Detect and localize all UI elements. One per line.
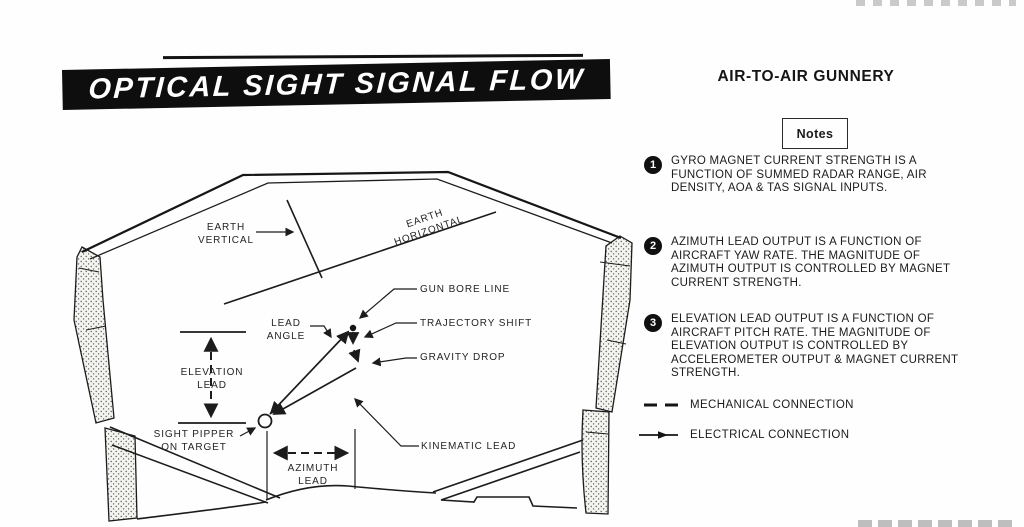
note-item: 1 GYRO MAGNET CURRENT STRENGTH IS A FUNC… [644, 155, 1019, 196]
azimuth-lead-label: AZIMUTH LEAD [287, 463, 339, 487]
note-text: AZIMUTH LEAD OUTPUT IS A FUNCTION OF AIR… [671, 236, 951, 289]
kinematic-lead-line [272, 367, 357, 415]
note-number-badge: 3 [644, 314, 662, 332]
gun-bore-line-label: GUN BORE LINE [420, 284, 511, 295]
earth-vertical-label: EARTH VERTICAL [198, 222, 254, 246]
legend-label: ELECTRICAL CONNECTION [690, 429, 850, 441]
right-canopy-post-base [581, 409, 610, 515]
earth-vertical-line [286, 199, 323, 279]
trajectory-leader [363, 322, 417, 338]
clipped-footer-fragment [858, 520, 1014, 527]
legend-label: MECHANICAL CONNECTION [690, 399, 854, 411]
note-item: 2 AZIMUTH LEAD OUTPUT IS A FUNCTION OF A… [644, 236, 1019, 290]
earth-horizontal-line [223, 211, 497, 305]
note-item: 3 ELEVATION LEAD OUTPUT IS A FUNCTION OF… [644, 313, 1019, 381]
canopy-sill-lines [109, 426, 584, 520]
note-number-badge: 2 [644, 237, 662, 255]
lead-angle-label: LEAD ANGLE [266, 318, 306, 342]
notes-box-label: Notes [796, 126, 834, 141]
notes-box: Notes [782, 118, 848, 149]
gravity-leader [371, 357, 417, 367]
section-heading: AIR-TO-AIR GUNNERY [717, 68, 895, 85]
gravity-drop-segment [348, 348, 361, 363]
windscreen-frame-inner [89, 178, 613, 260]
legend-mechanical: MECHANICAL CONNECTION [642, 399, 854, 411]
gun-bore-leader [358, 288, 417, 319]
note-number-badge: 1 [644, 156, 662, 174]
right-canopy-post [595, 235, 633, 413]
elevation-lead-label: ELEVATION LEAD [180, 367, 244, 391]
kinematic-lead-label: KINEMATIC LEAD [421, 441, 517, 452]
arrow-line-icon [639, 431, 678, 439]
gravity-drop-label: GRAVITY DROP [420, 352, 506, 363]
left-canopy-post [73, 246, 115, 424]
clipped-header-fragment [856, 0, 1016, 6]
sight-pipper-leader [239, 427, 257, 437]
kinematic-leader [354, 398, 419, 447]
lead-angle-arrow-up [336, 330, 350, 345]
post-detail-lines [78, 261, 631, 435]
gun-bore-dot [349, 324, 357, 332]
lead-angle-arrow-down [269, 400, 284, 415]
sight-pipper-label: SIGHT PIPPER ON TARGET [153, 429, 235, 453]
sight-pipper-circle [257, 413, 273, 429]
dashed-line-icon [644, 403, 678, 407]
lead-angle-line [269, 331, 349, 415]
windscreen-frame-outer [81, 170, 622, 253]
note-text: ELEVATION LEAD OUTPUT IS A FUNCTION OF A… [671, 313, 959, 379]
left-canopy-post-base [104, 427, 138, 522]
trajectory-shift-label: TRAJECTORY SHIFT [420, 318, 533, 329]
note-text: GYRO MAGNET CURRENT STRENGTH IS A FUNCTI… [671, 155, 927, 194]
lead-angle-leader [310, 325, 332, 339]
legend-electrical: ELECTRICAL CONNECTION [638, 429, 849, 441]
